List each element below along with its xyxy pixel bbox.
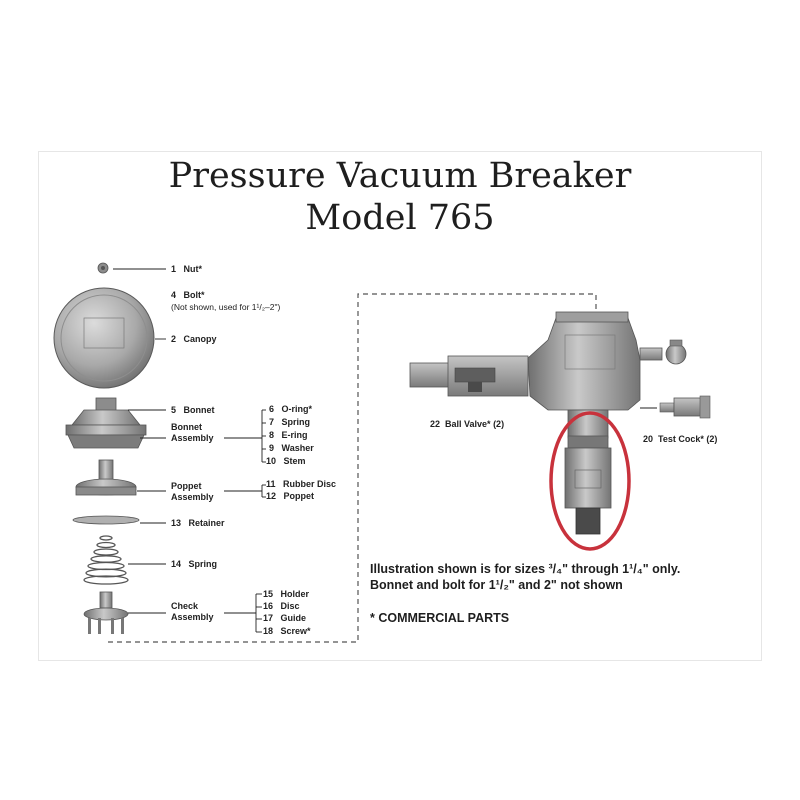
size-note-line-1: Illustration shown is for sizes ³/₄" thr… xyxy=(370,562,681,576)
part-label-holder: 15 Holder xyxy=(263,589,310,599)
part-label-canopy: 2 Canopy xyxy=(171,334,217,344)
part-label-screw: 18 Screw* xyxy=(263,626,311,636)
nut-part xyxy=(97,262,109,274)
part-label-retainer: 13 Retainer xyxy=(171,518,225,528)
part-label-bonnet: 5 Bonnet xyxy=(171,405,215,415)
part-label-spring-7: 7 Spring xyxy=(269,417,311,427)
part-label-e-ring: 8 E-ring xyxy=(269,430,308,440)
part-label-washer: 9 Washer xyxy=(269,443,314,453)
poppet-part xyxy=(75,459,137,496)
check-assembly-part xyxy=(83,591,129,634)
part-label-guide: 17 Guide xyxy=(263,613,307,623)
part-label-o-ring: 6 O-ring* xyxy=(269,404,313,414)
part-note-bolt: (Not shown, used for 1¹/₂–2") xyxy=(171,302,281,312)
part-label-test-cock: 20 Test Cock* (2) xyxy=(643,434,718,444)
valve-body xyxy=(409,311,711,535)
part-label-bolt: 4 Bolt* xyxy=(171,290,205,300)
title-line-2: Model 765 xyxy=(305,198,495,238)
retainer-part xyxy=(72,515,140,525)
leader-lines xyxy=(113,268,657,633)
title-line-1: Pressure Vacuum Breaker xyxy=(168,156,632,196)
part-label-rubber-disc: 11 Rubber Disc xyxy=(266,479,337,489)
dashed-bracket xyxy=(108,293,597,643)
part-label-nut: 1 Nut* xyxy=(171,264,203,274)
canopy-part xyxy=(53,287,155,389)
part-label-spring-14: 14 Spring xyxy=(171,559,218,569)
part-label-stem: 10 Stem xyxy=(266,456,306,466)
part-label-poppet: 12 Poppet xyxy=(266,491,315,501)
part-label-ball-valve: 22 Ball Valve* (2) xyxy=(430,419,505,429)
part-label-disc: 16 Disc xyxy=(263,601,300,611)
diagram-card xyxy=(39,152,761,660)
commercial-parts-note: * COMMERCIAL PARTS xyxy=(370,611,510,625)
size-note-line-2: Bonnet and bolt for 1¹/₂" and 2" not sho… xyxy=(370,578,623,592)
bonnet-part xyxy=(65,397,147,449)
spring-part xyxy=(83,535,129,585)
highlight-circle xyxy=(549,411,631,551)
